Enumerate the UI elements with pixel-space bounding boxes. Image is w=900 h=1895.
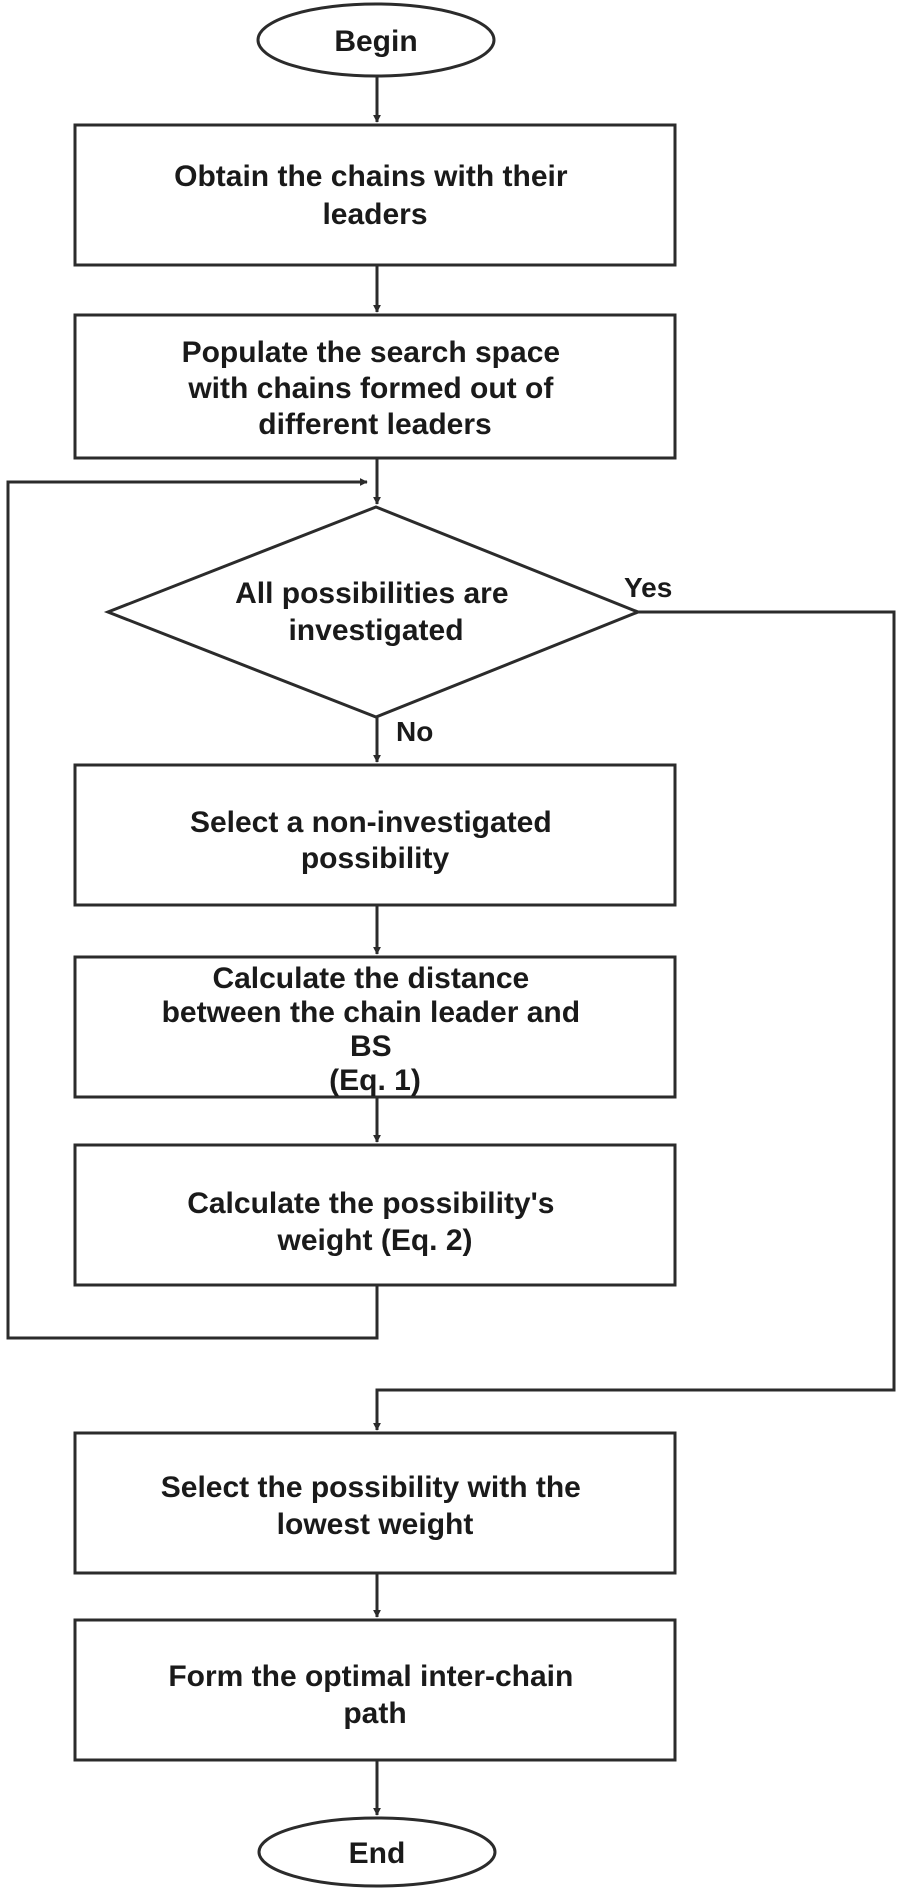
arrow-decision-yes <box>373 610 896 1431</box>
obtain-chains-box: Obtain the chains with their leaders <box>73 123 677 267</box>
calculate-weight-box: Calculate the possibility's weight (Eq. … <box>73 1143 677 1287</box>
loop-back-arrow <box>6 478 379 1340</box>
yes-label: Yes <box>624 572 672 603</box>
end-label: End <box>349 1837 406 1870</box>
calculate-weight-text: Calculate the possibility's weight (Eq. … <box>187 1187 563 1257</box>
decision-text: All possibilities are investigated <box>235 577 517 647</box>
end-terminal: End <box>257 1816 497 1888</box>
select-lowest-weight-text: Select the possibility with the lowest w… <box>161 1471 589 1541</box>
no-label: No <box>396 716 433 747</box>
select-lowest-weight-box: Select the possibility with the lowest w… <box>73 1431 677 1575</box>
calculate-distance-box: Calculate the distance between the chain… <box>73 955 677 1099</box>
form-optimal-path-box: Form the optimal inter-chain path <box>73 1618 677 1762</box>
select-non-investigated-box: Select a non-investigated possibility <box>73 763 677 907</box>
begin-label: Begin <box>334 25 417 58</box>
populate-search-space-box: Populate the search space with chains fo… <box>73 313 677 460</box>
obtain-chains-text: Obtain the chains with their leaders <box>174 160 576 231</box>
populate-search-space-text: Populate the search space with chains fo… <box>182 336 569 441</box>
calculate-distance-text: Calculate the distance between the chain… <box>162 962 589 1097</box>
select-non-investigated-text: Select a non-investigated possibility <box>190 806 560 875</box>
all-investigated-decision: All possibilities are investigated <box>103 505 643 719</box>
begin-terminal: Begin <box>256 2 496 78</box>
form-optimal-path-text: Form the optimal inter-chain path <box>168 1660 581 1730</box>
